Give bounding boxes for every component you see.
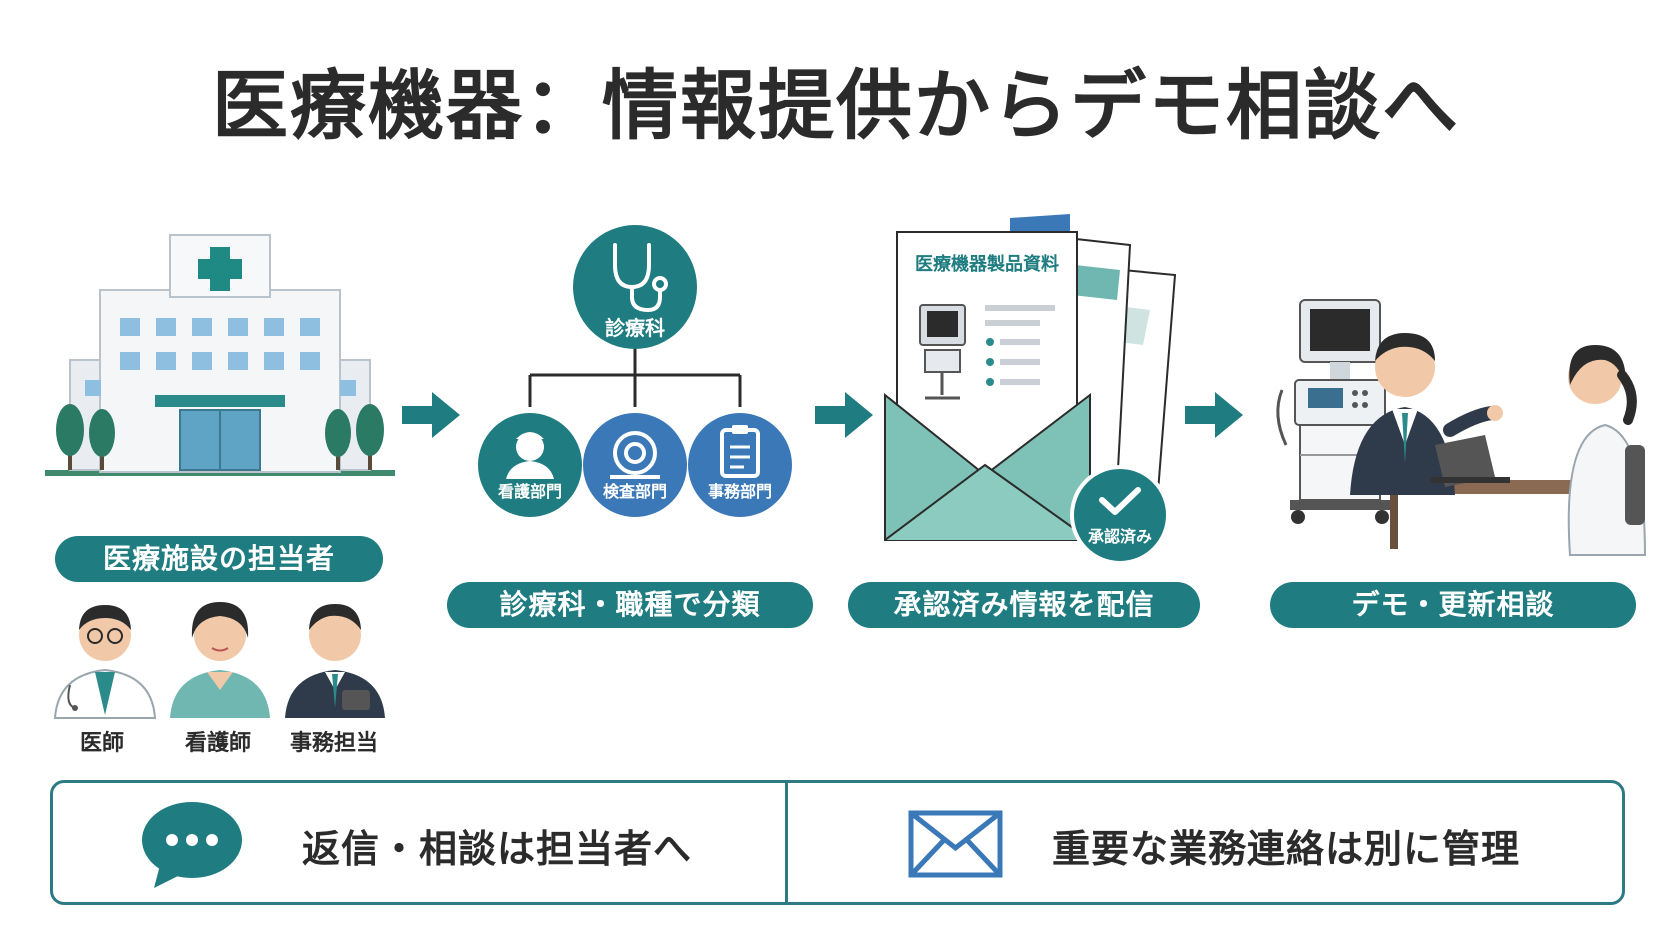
- step-label-deliver: 承認済み情報を配信: [848, 582, 1200, 628]
- bottom-text-mail: 重要な業務連絡は別に管理: [1052, 827, 1521, 871]
- page-title: 医療機器：情報提供からデモ相談へ: [212, 61, 1460, 150]
- office-worker-icon: [285, 604, 385, 718]
- document-title: 医療機器製品資料: [915, 253, 1059, 275]
- arrow-right-icon: [815, 392, 873, 438]
- bottom-text-reply: 返信・相談は担当者へ: [302, 827, 693, 871]
- arrow-right-icon: [1185, 392, 1243, 438]
- badge-label: 承認済み: [1088, 527, 1152, 546]
- doctor-icon: [53, 605, 157, 719]
- nurse-icon: [506, 432, 554, 479]
- branch-label: 検査部門: [603, 482, 667, 501]
- clipboard-icon: [720, 425, 760, 478]
- consultation-icon: [1276, 299, 1647, 556]
- bottom-info-box: [50, 780, 1625, 905]
- root-label: 診療科: [605, 316, 665, 340]
- scanner-icon: [610, 431, 660, 479]
- divider: [785, 780, 788, 905]
- chat-bubble-icon: [142, 802, 242, 888]
- branch-label: 看護部門: [497, 482, 562, 501]
- person-label-office: 事務担当: [289, 731, 378, 756]
- hospital-icon: [45, 234, 395, 476]
- org-tree-icon: 診療科 看護部門 検査部門 事務部門: [478, 225, 792, 517]
- mail-icon: [908, 810, 1003, 878]
- approved-badge: 承認済み: [1070, 465, 1170, 565]
- nurse-icon: [170, 602, 270, 718]
- stethoscope-icon: [613, 243, 668, 313]
- arrow-right-icon: [402, 392, 460, 438]
- step-label-facility-staff: 医療施設の担当者: [55, 536, 383, 582]
- person-label-nurse: 看護師: [184, 731, 251, 756]
- step-label-classify: 診療科・職種で分類: [447, 582, 813, 628]
- branch-label: 事務部門: [708, 482, 772, 501]
- step-label-demo: デモ・更新相談: [1270, 582, 1636, 628]
- person-label-doctor: 医師: [79, 731, 124, 756]
- document-envelope-icon: 医療機器製品資料 承認済み: [884, 214, 1177, 565]
